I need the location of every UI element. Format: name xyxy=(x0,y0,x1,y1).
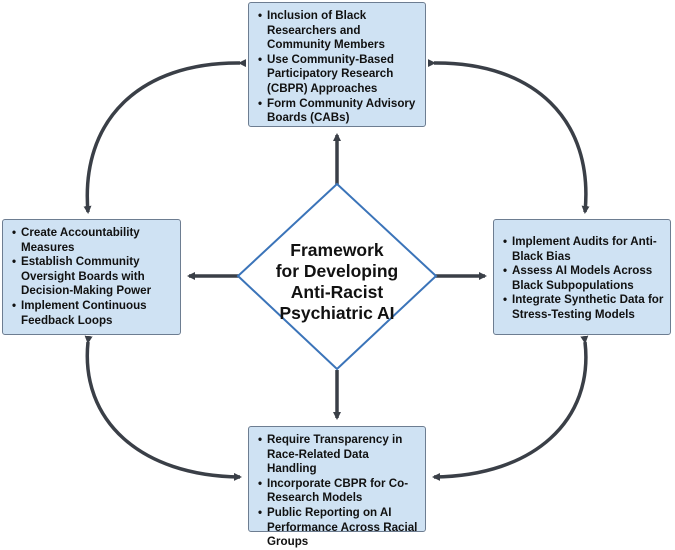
transparency-box: Require Transparency in Race-Related Dat… xyxy=(248,426,426,548)
list-item: Require Transparency in Race-Related Dat… xyxy=(258,433,419,477)
accountability-box: Create Accountability Measures Establish… xyxy=(2,219,181,335)
list-item: Form Community Advisory Boards (CABs) xyxy=(258,97,419,126)
list-item: Establish Community Oversight Boards wit… xyxy=(12,255,174,299)
community-engagement-box: Inclusion of Black Researchers and Commu… xyxy=(248,2,426,127)
bias-auditing-box: Implement Audits for Anti-Black Bias Ass… xyxy=(493,219,671,335)
bias-auditing-list: Implement Audits for Anti-Black Bias Ass… xyxy=(503,235,664,323)
curve-arrow-top-right xyxy=(427,59,590,214)
list-item: Incorporate CBPR for Co-Research Models xyxy=(258,477,419,506)
center-diamond xyxy=(236,182,438,371)
diagram-arrows xyxy=(83,59,590,481)
framework-title: Framework for Developing Anti-Racist Psy… xyxy=(275,240,399,323)
list-item: Assess AI Models Across Black Subpopulat… xyxy=(503,264,664,293)
list-item: Inclusion of Black Researchers and Commu… xyxy=(258,9,419,53)
list-item: Public Reporting on AI Performance Acros… xyxy=(258,506,419,550)
curve-arrow-top-left xyxy=(83,59,247,214)
curve-arrow-right-bottom xyxy=(432,335,589,481)
accountability-list: Create Accountability Measures Establish… xyxy=(12,226,174,328)
transparency-list: Require Transparency in Race-Related Dat… xyxy=(258,433,419,550)
list-item: Create Accountability Measures xyxy=(12,226,174,255)
list-item: Integrate Synthetic Data for Stress-Test… xyxy=(503,293,664,322)
list-item: Use Community-Based Participatory Resear… xyxy=(258,53,419,97)
list-item: Implement Audits for Anti-Black Bias xyxy=(503,235,664,264)
curve-arrow-left-bottom xyxy=(84,335,242,481)
list-item: Implement Continuous Feedback Loops xyxy=(12,299,174,328)
community-engagement-list: Inclusion of Black Researchers and Commu… xyxy=(258,9,419,126)
